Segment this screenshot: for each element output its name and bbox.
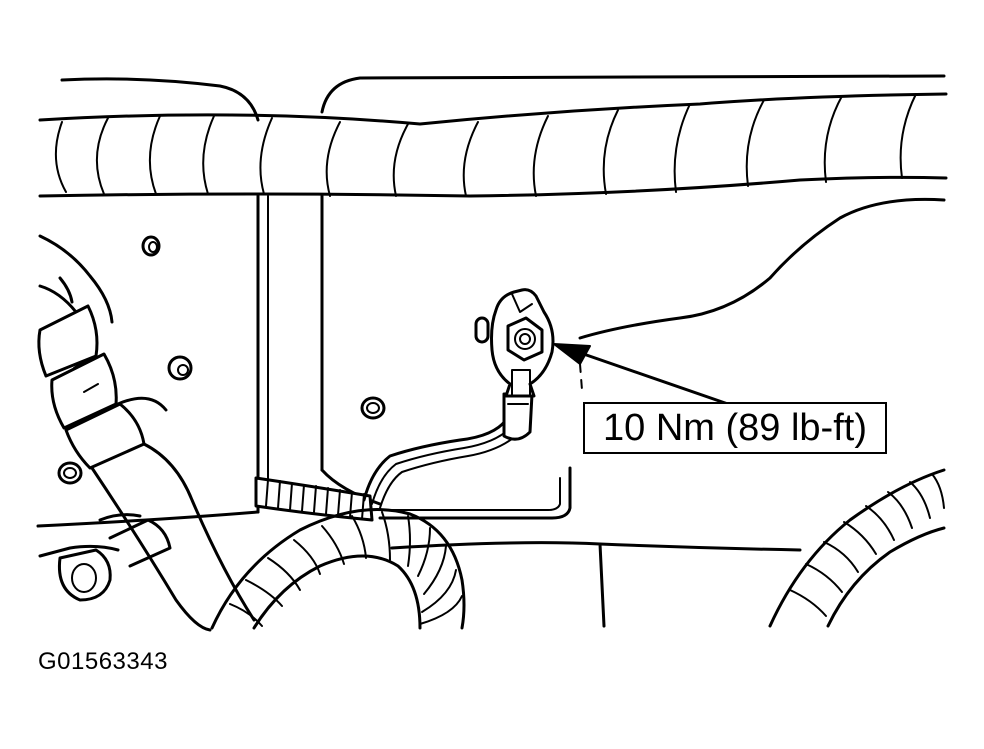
wire-loom-bottom [210, 508, 466, 630]
hole-2 [167, 355, 193, 381]
hole-1 [141, 235, 161, 257]
callout-leader [553, 343, 730, 406]
torque-callout-box: 10 Nm (89 lb-ft) [583, 402, 887, 454]
hole-4 [57, 461, 83, 485]
ground-strap-wire [362, 392, 534, 509]
bracket-panel [36, 194, 382, 528]
panel-holes [57, 235, 490, 485]
bolt-icon [506, 316, 544, 362]
torque-label: 10 Nm (89 lb-ft) [603, 406, 867, 449]
figure-id: G01563343 [38, 648, 168, 675]
frame-rail-twist-lines [54, 93, 917, 197]
wire-loom-right [768, 468, 946, 628]
wire-loom-left [254, 476, 374, 522]
frame-rail [38, 74, 948, 198]
hole-3 [360, 396, 386, 420]
coolant-hose [37, 234, 256, 632]
slot-hole [474, 316, 490, 344]
hose-fitting [38, 513, 172, 602]
body-panel-contours [378, 197, 946, 628]
ground-terminal [490, 288, 555, 398]
arrowhead-icon [553, 343, 591, 365]
